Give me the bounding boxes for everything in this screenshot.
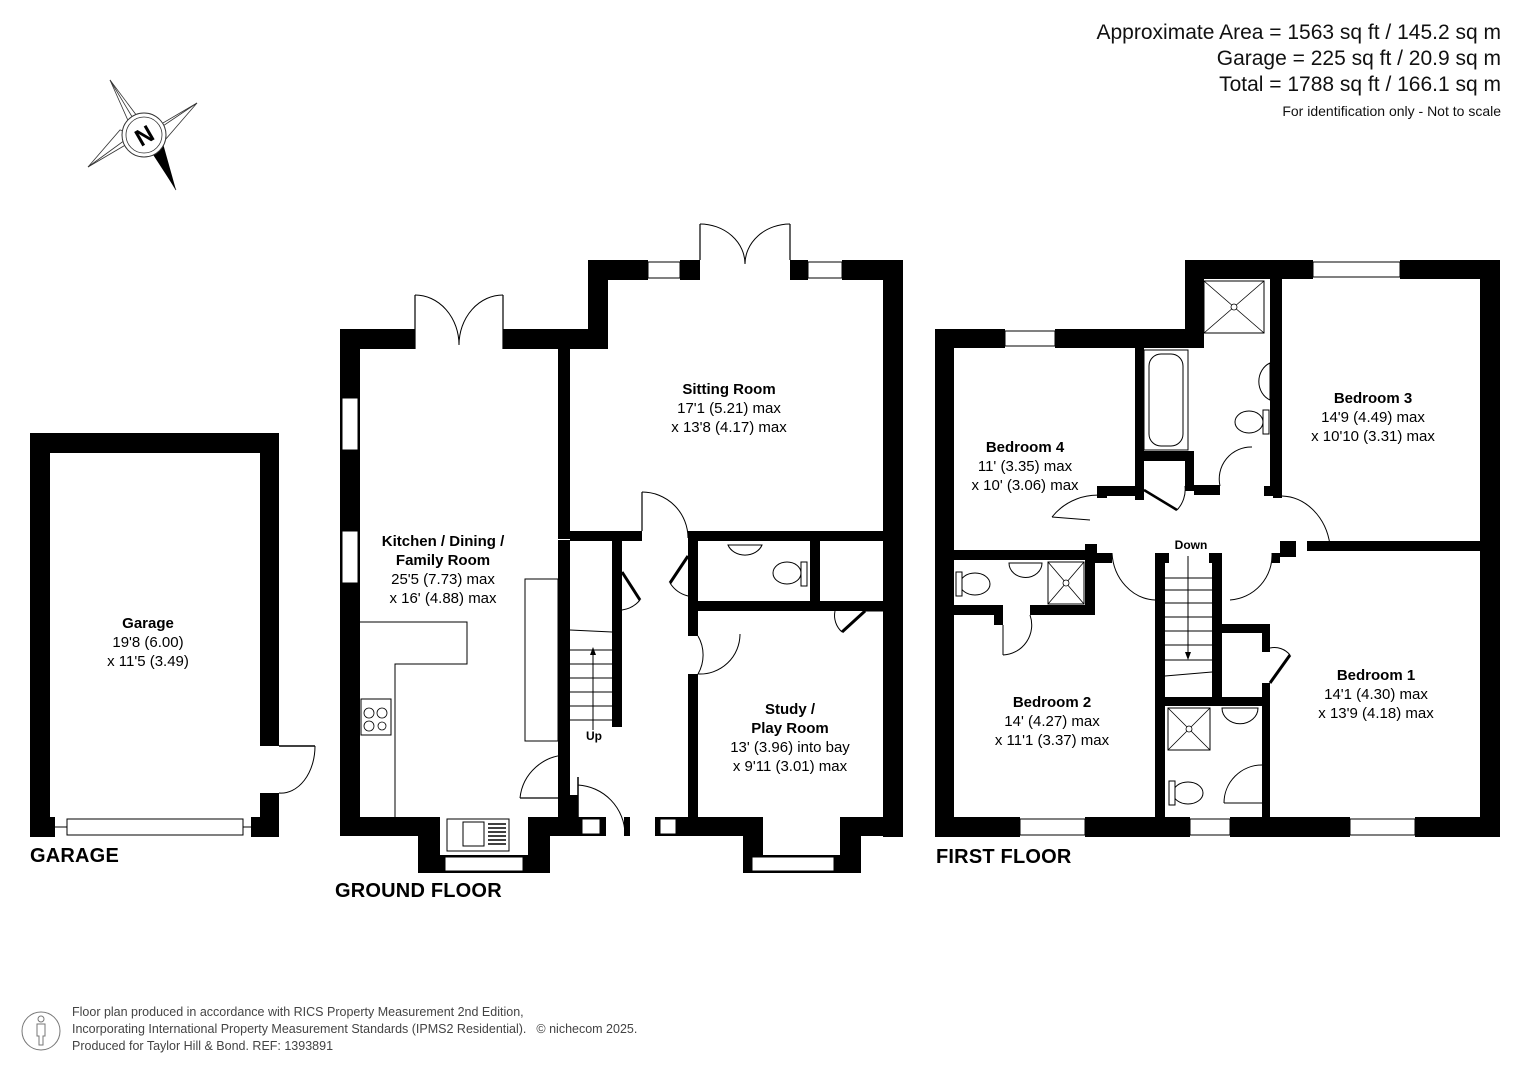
total-area: Total = 1788 sq ft / 166.1 sq m: [1219, 73, 1501, 96]
room-bedroom-4: Bedroom 4 11' (3.35) max x 10' (3.06) ma…: [971, 439, 1079, 494]
room-bedroom-1: Bedroom 1 14'1 (4.30) max x 13'9 (4.18) …: [1318, 667, 1434, 722]
disclaimer: For identification only - Not to scale: [1282, 103, 1501, 119]
approximate-area: Approximate Area = 1563 sq ft / 145.2 sq…: [1096, 21, 1502, 44]
room-bedroom-3: Bedroom 3 14'9 (4.49) max x 10'10 (3.31)…: [1311, 390, 1435, 445]
floor-label-garage: GARAGE: [30, 845, 119, 867]
floor-label-first: FIRST FLOOR: [936, 846, 1072, 868]
compass-north-icon: N: [87, 79, 198, 191]
room-bedroom-2: Bedroom 2 14' (4.27) max x 11'1 (3.37) m…: [994, 694, 1110, 749]
room-garage: Garage 19'8 (6.00) x 11'5 (3.49): [107, 615, 189, 670]
footer: Floor plan produced in accordance with R…: [64, 1004, 637, 1055]
copyright: © nichecom 2025.: [536, 1022, 638, 1036]
stairs-up-label: Up: [586, 729, 602, 743]
stairs-down-label: Down: [1174, 538, 1208, 552]
person-scale-icon: [21, 1011, 61, 1051]
garage-plan: [30, 433, 316, 837]
footer-text: Floor plan produced in accordance with R…: [72, 1005, 638, 1053]
room-sitting-room: Sitting Room 17'1 (5.21) max x 13'8 (4.1…: [671, 381, 787, 436]
ground-floor-plan: [340, 223, 903, 873]
first-floor-plan: [935, 260, 1500, 837]
area-summary: Approximate Area = 1563 sq ft / 145.2 sq…: [1097, 20, 1502, 122]
floor-label-ground: GROUND FLOOR: [335, 880, 502, 902]
room-study-play: Study / Play Room 13' (3.96) into bay x …: [730, 701, 850, 775]
room-kitchen-dining-family: Kitchen / Dining / Family Room 25'5 (7.7…: [381, 533, 505, 607]
garage-area: Garage = 225 sq ft / 20.9 sq m: [1216, 47, 1501, 70]
